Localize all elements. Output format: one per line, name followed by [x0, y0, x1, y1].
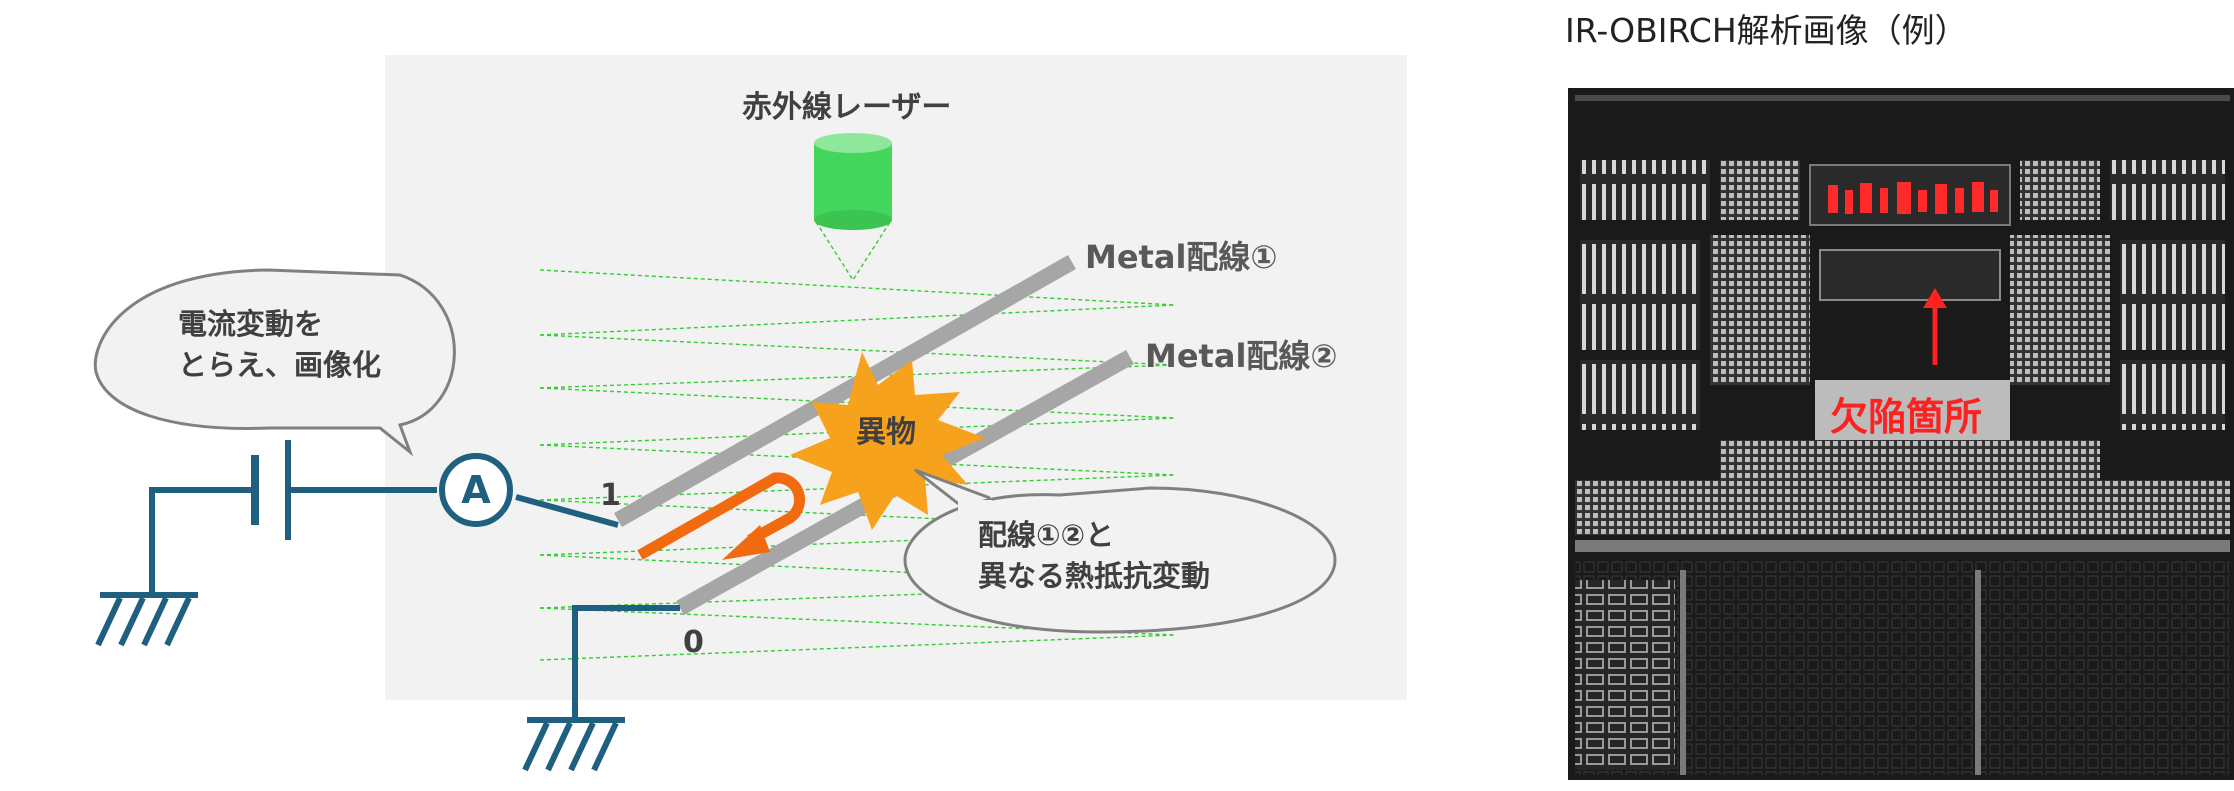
laser-emitter [814, 133, 892, 282]
circuit-wiring [149, 487, 680, 720]
bubble-right-line1: 配線①②と [978, 518, 1114, 552]
wire1-label: Metal配線① [1085, 238, 1278, 276]
metal-wire-1 [614, 255, 1076, 527]
node-1-label: 1 [600, 478, 621, 513]
current-flow-arrow [637, 472, 805, 560]
foreign-matter-starburst [790, 352, 985, 530]
ground-symbol-left [95, 592, 198, 647]
defect-label: 欠陥箇所 [1830, 395, 1982, 439]
ammeter-symbol: A [461, 468, 491, 512]
obirch-image: 欠陥箇所 [1568, 88, 2234, 780]
bubble-left-line2: とらえ、画像化 [178, 348, 381, 382]
bubble-left-line1: 電流変動を [178, 307, 323, 341]
ground-symbol-bottom [522, 717, 625, 772]
defect-arrow [1923, 288, 1947, 365]
speech-bubble-left [93, 268, 456, 457]
ammeter-circle [439, 453, 513, 527]
laser-label: 赤外線レーザー [742, 90, 951, 125]
wire2-label: Metal配線② [1145, 337, 1338, 375]
foreign-matter-label: 異物 [856, 415, 916, 450]
node-0-label: 0 [683, 625, 704, 660]
bubble-right-line2: 異なる熱抵抗変動 [978, 559, 1210, 593]
hotspot [1828, 182, 1998, 214]
image-panel-title: IR-OBIRCH解析画像（例） [1565, 11, 1968, 50]
battery-symbol [251, 440, 291, 540]
speech-bubble-right [903, 468, 1337, 634]
